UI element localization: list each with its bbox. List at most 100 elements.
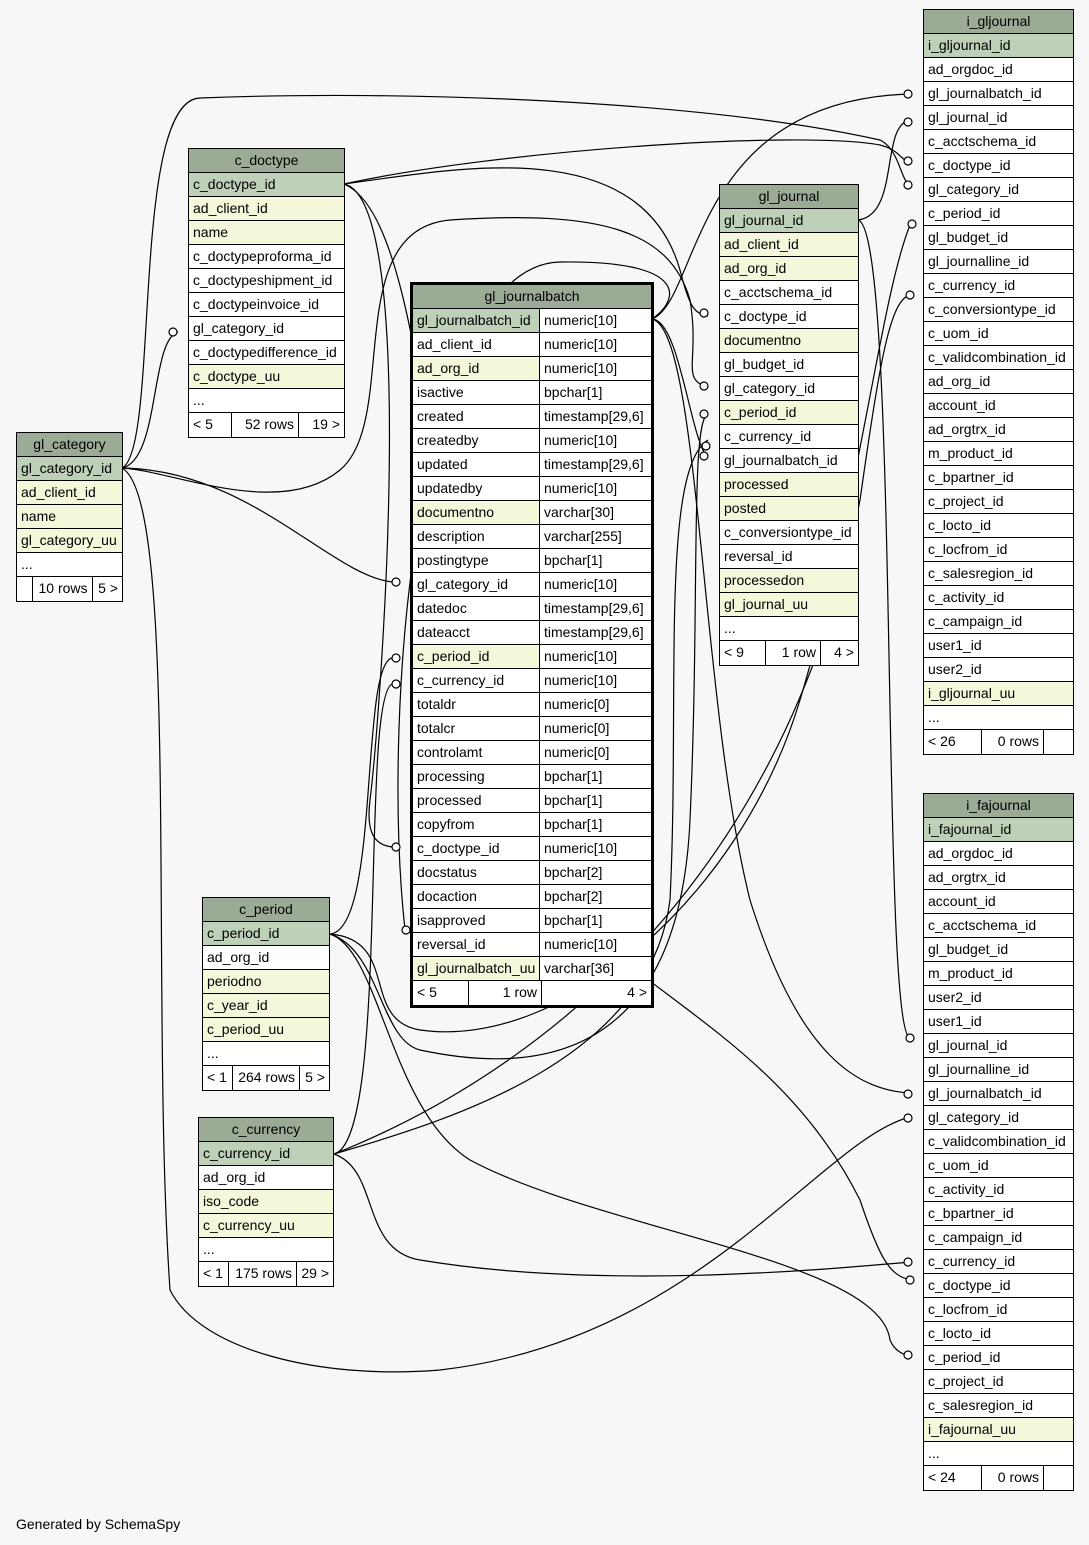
column-row[interactable]: c_doctypeproforma_id [189, 245, 344, 269]
parents-count[interactable]: < 9 [720, 641, 766, 665]
column-row[interactable]: gl_category_id [720, 377, 858, 401]
column-row[interactable]: user1_id [924, 1010, 1073, 1034]
column-row[interactable]: i_fajournal_uu [924, 1418, 1073, 1442]
column-row[interactable]: gl_category_uu [17, 529, 122, 553]
column-row[interactable]: account_id [924, 890, 1073, 914]
column-row[interactable]: c_bpartner_id [924, 466, 1073, 490]
column-row[interactable]: c_locto_id [924, 514, 1073, 538]
column-row[interactable]: i_gljournal_uu [924, 682, 1073, 706]
column-row[interactable]: c_conversiontype_id [924, 298, 1073, 322]
column-row[interactable]: processed [720, 473, 858, 497]
children-count[interactable]: 29 > [301, 1265, 329, 1281]
table-title[interactable]: c_period [203, 898, 329, 922]
parents-count[interactable]: < 26 [924, 730, 982, 754]
column-row[interactable]: c_project_id [924, 1370, 1073, 1394]
column-row[interactable]: account_id [924, 394, 1073, 418]
column-row[interactable]: m_product_id [924, 442, 1073, 466]
column-row[interactable]: c_currency_id [720, 425, 858, 449]
children-count[interactable]: 19 > [312, 416, 340, 432]
column-row[interactable]: user1_id [924, 634, 1073, 658]
column-row[interactable]: ... [203, 1042, 329, 1066]
children-count[interactable] [1044, 1466, 1073, 1490]
column-row[interactable]: processedon [720, 569, 858, 593]
column-row[interactable]: ad_orgdoc_id [924, 842, 1073, 866]
column-row[interactable]: gl_journalline_id [924, 250, 1073, 274]
column-row[interactable]: gl_journal_uu [720, 593, 858, 617]
primary-key-column-row[interactable]: c_currency_id [199, 1142, 333, 1166]
column-row[interactable]: c_currency_uu [199, 1214, 333, 1238]
parents-count[interactable]: < 1 [203, 1066, 233, 1090]
column-row[interactable]: c_doctypedifference_id [189, 341, 344, 365]
parents-count[interactable]: < 5 [413, 981, 469, 1005]
column-row[interactable]: c_salesregion_id [924, 1394, 1073, 1418]
column-row[interactable]: ... [924, 1442, 1073, 1466]
primary-key-column-row[interactable]: gl_category_id [17, 457, 122, 481]
column-row[interactable]: c_conversiontype_id [720, 521, 858, 545]
column-row[interactable]: gl_journalline_id [924, 1058, 1073, 1082]
column-row[interactable]: ad_client_id [17, 481, 122, 505]
children-count[interactable]: 5 > [98, 580, 118, 596]
table-title[interactable]: gl_journal [720, 185, 858, 209]
column-row[interactable]: c_bpartner_id [924, 1202, 1073, 1226]
column-row[interactable]: user2_id [924, 986, 1073, 1010]
column-row[interactable]: m_product_id [924, 962, 1073, 986]
children-count[interactable]: 5 > [305, 1069, 325, 1085]
column-row[interactable]: iso_code [199, 1190, 333, 1214]
column-row[interactable]: ad_org_id [924, 370, 1073, 394]
column-row[interactable]: gl_budget_id [720, 353, 858, 377]
column-row[interactable]: c_locfrom_id [924, 1298, 1073, 1322]
column-row[interactable]: gl_journalbatch_id [924, 1082, 1073, 1106]
parents-count[interactable] [17, 577, 33, 601]
column-row[interactable]: c_period_id [924, 202, 1073, 226]
column-row[interactable]: c_period_uu [203, 1018, 329, 1042]
column-row[interactable]: ... [720, 617, 858, 641]
table-title[interactable]: c_doctype [189, 149, 344, 173]
column-row[interactable]: c_period_id [720, 401, 858, 425]
column-row[interactable]: c_locfrom_id [924, 538, 1073, 562]
children-count[interactable]: 4 > [627, 984, 647, 1000]
column-row[interactable]: gl_category_id [189, 317, 344, 341]
column-row[interactable]: c_uom_id [924, 1154, 1073, 1178]
children-count[interactable] [1044, 730, 1073, 754]
table-title[interactable]: i_fajournal [924, 794, 1073, 818]
column-row[interactable]: name [17, 505, 122, 529]
parents-count[interactable]: < 5 [189, 413, 232, 437]
column-row[interactable]: gl_journalbatch_id [720, 449, 858, 473]
column-row[interactable]: c_activity_id [924, 1178, 1073, 1202]
column-row[interactable]: c_acctschema_id [924, 914, 1073, 938]
column-row[interactable]: ad_org_id [203, 946, 329, 970]
column-row[interactable]: gl_category_id [924, 178, 1073, 202]
column-row[interactable]: c_period_id [924, 1346, 1073, 1370]
column-row[interactable]: ad_client_id [720, 233, 858, 257]
children-count[interactable]: 4 > [834, 644, 854, 660]
column-row[interactable]: c_doctype_id [924, 154, 1073, 178]
column-row[interactable]: user2_id [924, 658, 1073, 682]
column-row[interactable]: c_currency_id [924, 274, 1073, 298]
column-row[interactable]: gl_budget_id [924, 226, 1073, 250]
